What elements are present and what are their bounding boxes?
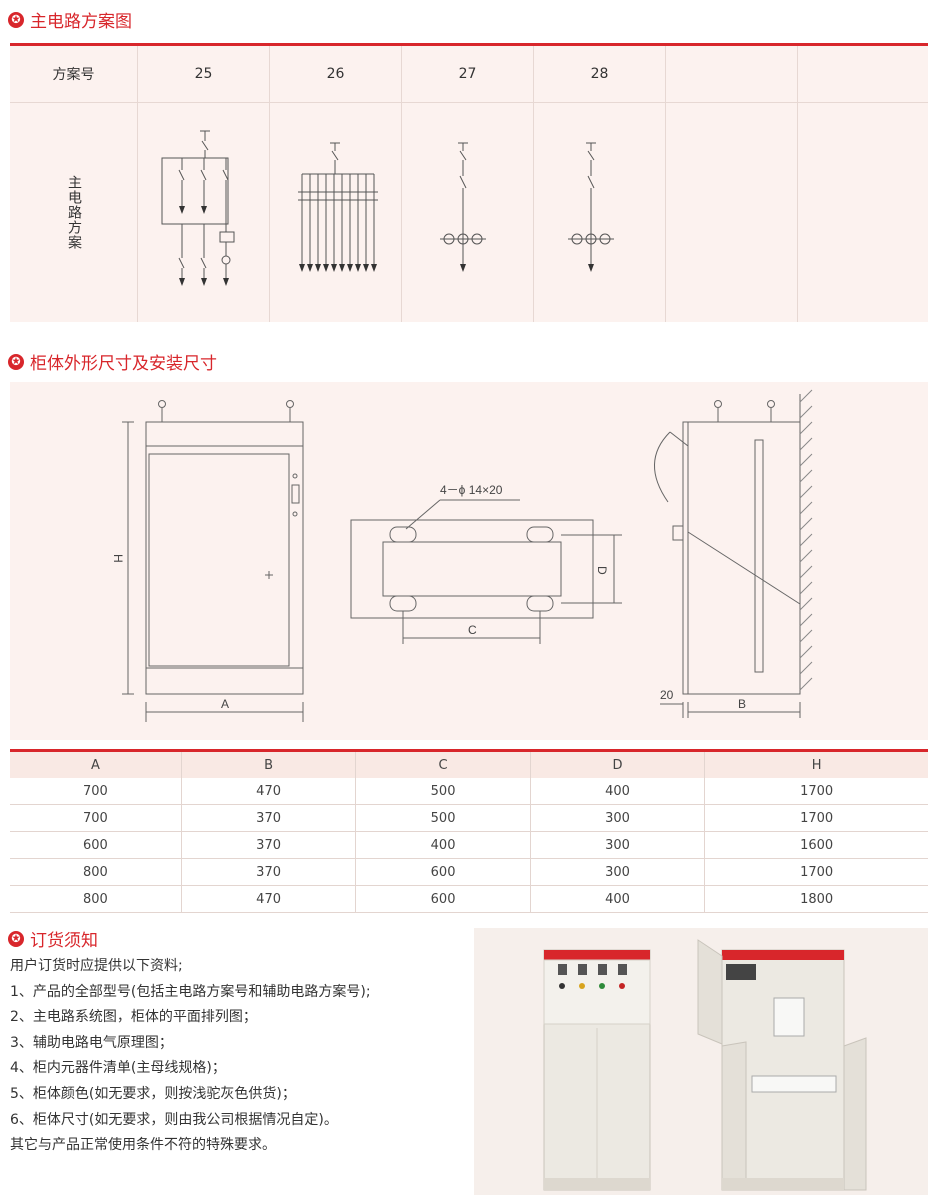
circuit-scheme-25 bbox=[161, 130, 235, 278]
table-cell: 500 bbox=[355, 778, 531, 805]
table-cell: 400 bbox=[355, 831, 531, 859]
scheme-number: 27 bbox=[402, 46, 534, 102]
dimension-drawings-panel: H A 4－ϕ 14×20 D C 20 B bbox=[10, 382, 928, 740]
section-title-main-circuit: ✪ 主电路方案图 bbox=[8, 7, 132, 32]
scheme-number bbox=[666, 46, 798, 102]
closed-cabinet bbox=[543, 949, 651, 1191]
section-title-dimensions: ✪ 柜体外形尺寸及安装尺寸 bbox=[8, 349, 217, 374]
table-cell: 470 bbox=[181, 778, 357, 805]
table-cell: 600 bbox=[10, 831, 182, 859]
section-title-text: 订货须知 bbox=[30, 931, 98, 951]
wall-hatching bbox=[799, 389, 813, 691]
section-title-text: 主电路方案图 bbox=[30, 12, 132, 32]
table-cell: 370 bbox=[181, 831, 357, 859]
note-line: 4、柜内元器件清单(主母线规格)； bbox=[10, 1060, 226, 1077]
circuit-scheme-26 bbox=[298, 142, 378, 264]
table-cell: 1700 bbox=[704, 804, 928, 832]
table-cell: 800 bbox=[10, 858, 182, 886]
table-cell: 1800 bbox=[704, 885, 928, 913]
circuit-scheme-27 bbox=[440, 142, 486, 264]
note-line: 6、柜体尺寸(如无要求，则由我公司根据情况自定)。 bbox=[10, 1111, 338, 1128]
base-plan-view bbox=[350, 499, 622, 644]
ordering-notes: 用户订货时应提供以下资料; 1、产品的全部型号(包括主电路方案号和辅助电路方案号… bbox=[10, 954, 371, 1159]
scheme-number: 28 bbox=[534, 46, 666, 102]
dims-header: A bbox=[10, 749, 182, 778]
dims-header: H bbox=[704, 749, 928, 778]
open-cabinet bbox=[697, 939, 867, 1191]
table-cell: 300 bbox=[530, 858, 706, 886]
cabinet-illustration bbox=[543, 939, 867, 1191]
note-line: 5、柜体颜色(如无要求，则按浅驼灰色供货)； bbox=[10, 1085, 296, 1102]
table-cell: 470 bbox=[181, 885, 357, 913]
dim-label-offset: 20 bbox=[660, 688, 674, 702]
section-title-ordering: ✪ 订货须知 bbox=[8, 926, 98, 951]
table-cell: 370 bbox=[181, 804, 357, 832]
cabinet-drawings: H A 4－ϕ 14×20 D C 20 B bbox=[111, 389, 813, 722]
dims-header: D bbox=[530, 749, 706, 778]
table-cell: 1700 bbox=[704, 778, 928, 805]
scheme-header-label: 方案号 bbox=[10, 46, 138, 102]
table-cell: 700 bbox=[10, 778, 182, 805]
circuit-scheme-28 bbox=[568, 142, 614, 264]
note-line: 其它与产品正常使用条件不符的特殊要求。 bbox=[10, 1137, 276, 1154]
star-icon: ✪ bbox=[8, 353, 24, 370]
scheme-number: 26 bbox=[270, 46, 402, 102]
row-divider bbox=[10, 102, 928, 103]
note-line: 2、主电路系统图，柜体的平面排列图； bbox=[10, 1009, 257, 1026]
table-cell: 370 bbox=[181, 858, 357, 886]
note-line: 3、辅助电路电气原理图； bbox=[10, 1034, 173, 1051]
star-icon: ✪ bbox=[8, 11, 24, 28]
hole-spec-label: 4－ϕ 14×20 bbox=[440, 483, 503, 497]
table-cell: 400 bbox=[530, 885, 706, 913]
note-line: 1、产品的全部型号(包括主电路方案号和辅助电路方案号); bbox=[10, 983, 371, 1000]
note-line: 用户订货时应提供以下资料; bbox=[10, 958, 183, 974]
star-icon: ✪ bbox=[8, 930, 24, 947]
table-cell: 500 bbox=[355, 804, 531, 832]
table-cell: 700 bbox=[10, 804, 182, 832]
dim-label-B: B bbox=[738, 697, 746, 711]
dims-header: C bbox=[355, 749, 531, 778]
divider bbox=[10, 43, 928, 46]
table-cell: 300 bbox=[530, 831, 706, 859]
scheme-row-label: 主电路方案 bbox=[66, 174, 82, 250]
dims-header: B bbox=[181, 749, 357, 778]
table-cell: 400 bbox=[530, 778, 706, 805]
table-cell: 600 bbox=[355, 885, 531, 913]
table-cell: 1600 bbox=[704, 831, 928, 859]
dim-label-D: D bbox=[595, 566, 609, 575]
table-cell: 800 bbox=[10, 885, 182, 913]
scheme-number: 25 bbox=[138, 46, 270, 102]
dim-label-A: A bbox=[221, 697, 229, 711]
table-cell: 300 bbox=[530, 804, 706, 832]
dim-label-H: H bbox=[111, 554, 125, 563]
front-view bbox=[122, 400, 304, 722]
table-cell: 1700 bbox=[704, 858, 928, 886]
side-view bbox=[654, 394, 801, 718]
product-photo bbox=[474, 928, 928, 1195]
dim-label-C: C bbox=[468, 623, 477, 637]
circuit-diagrams bbox=[161, 130, 614, 286]
table-cell: 600 bbox=[355, 858, 531, 886]
section-title-text: 柜体外形尺寸及安装尺寸 bbox=[30, 354, 217, 374]
main-circuit-scheme-table: 方案号 25 26 27 28 主电路方案 bbox=[10, 46, 928, 322]
